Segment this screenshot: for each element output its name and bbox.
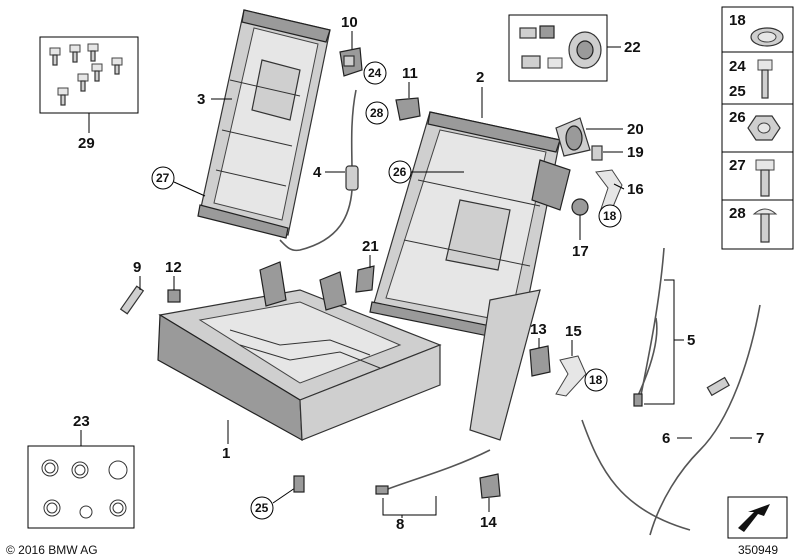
part-9-gas-spring	[119, 285, 145, 315]
part-17-cap	[571, 198, 589, 216]
symbol-box	[727, 496, 788, 539]
sidebar-box-28	[721, 199, 794, 250]
part-29-screw-set	[39, 36, 139, 114]
part-20-cover	[555, 117, 591, 157]
part-21-bracket	[355, 265, 375, 293]
diagram-number: 350949	[738, 543, 778, 557]
leader-16	[613, 183, 625, 190]
label-20: 20	[627, 121, 644, 138]
callout-25-text: 25	[255, 501, 269, 515]
callout-18-upper	[598, 204, 622, 228]
label-22: 22	[624, 39, 641, 56]
label-13: 13	[530, 321, 547, 338]
callout-27	[151, 166, 175, 190]
callout-24	[363, 61, 387, 85]
label-17: 17	[572, 243, 589, 260]
part-13-bracket	[529, 345, 551, 377]
sidebar-label-28: 28	[729, 205, 746, 222]
copyright-text: © 2016 BMW AG	[6, 543, 98, 557]
label-1: 1	[222, 445, 230, 462]
leader-8	[382, 496, 437, 516]
sidebar-label-26: 26	[729, 109, 746, 126]
part-8-clip	[375, 485, 389, 495]
label-11: 11	[402, 65, 418, 82]
label-15: 15	[565, 323, 582, 340]
part-3-backrest-frame	[197, 9, 331, 239]
part-14-latch	[479, 473, 501, 499]
label-9: 9	[133, 259, 141, 276]
part-23-spring-set	[27, 445, 135, 529]
leader-5	[644, 279, 675, 405]
label-8: 8	[396, 516, 404, 533]
callout-27-text: 27	[156, 171, 170, 185]
callout-18-lower-text: 18	[589, 373, 603, 387]
callout-18-lower	[584, 368, 608, 392]
part-4-cable-upper	[350, 89, 357, 171]
label-6: 6	[662, 430, 670, 447]
label-5: 5	[687, 332, 695, 349]
callout-24-text: 24	[368, 66, 382, 80]
part-11-bracket	[395, 97, 421, 121]
part-5-cable-b	[635, 317, 658, 401]
part-8-rod	[379, 449, 491, 493]
part-6-cable	[581, 419, 691, 531]
label-14: 14	[480, 514, 497, 531]
label-23: 23	[73, 413, 90, 430]
callout-28	[365, 101, 389, 125]
label-16: 16	[627, 181, 644, 198]
part-22-set	[508, 14, 608, 82]
label-19: 19	[627, 144, 644, 161]
sidebar-label-25: 25	[729, 83, 746, 100]
label-4: 4	[313, 164, 322, 181]
part-7-sleeve	[706, 376, 730, 397]
part-7-cable	[649, 304, 761, 536]
part-10-bracket	[339, 47, 363, 77]
sidebar-label-24: 24	[729, 58, 746, 75]
part-1-seat-frame	[157, 261, 442, 442]
part-25-bracket	[293, 475, 305, 493]
label-12: 12	[165, 259, 182, 276]
part-4-damper	[345, 165, 359, 191]
part-12-clip	[167, 289, 181, 303]
callout-28-text: 28	[370, 106, 384, 120]
sidebar-label-27: 27	[729, 157, 746, 174]
label-7: 7	[756, 430, 764, 447]
part-5-cable	[639, 247, 665, 401]
part-19-clip	[591, 145, 603, 161]
callout-25	[250, 496, 274, 520]
part-2-backrest-frame	[369, 111, 571, 441]
leader-25	[272, 487, 296, 504]
callout-18-upper-text: 18	[603, 209, 617, 223]
label-21: 21	[362, 238, 379, 255]
label-3: 3	[197, 91, 205, 108]
callout-26-text: 26	[393, 165, 407, 179]
label-10: 10	[341, 14, 358, 31]
part-5-end	[633, 393, 643, 407]
leader-27	[173, 181, 206, 197]
sidebar-fasteners	[721, 6, 794, 250]
part-4-cable-lower	[279, 189, 353, 252]
label-29: 29	[78, 135, 95, 152]
part-15-handle	[555, 355, 587, 397]
sidebar-label-18: 18	[729, 12, 746, 29]
label-2: 2	[476, 69, 484, 86]
